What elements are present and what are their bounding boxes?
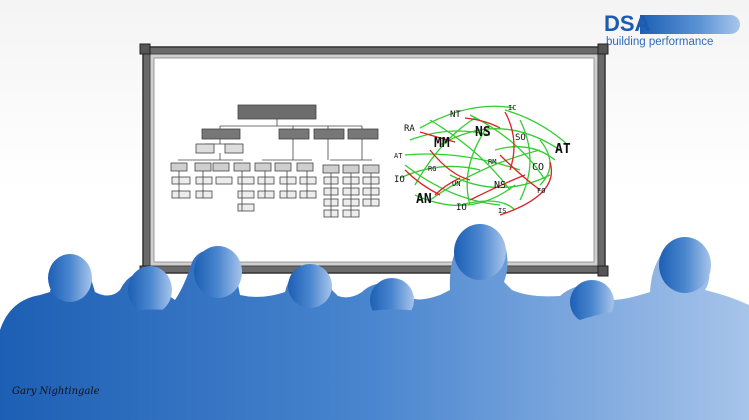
node-label-io: IO	[394, 175, 405, 185]
network-edges-red	[404, 111, 552, 216]
node-label-so: SO	[515, 133, 526, 143]
node-label-ns-small: NS	[494, 180, 506, 191]
node-label-io-bottom: IO	[456, 203, 467, 213]
node-label-rm: RM	[488, 158, 496, 166]
node-label-co: CO	[532, 162, 544, 173]
network-labels: NT IC RA NS SO MM AT RM AT RG CO IO UN N…	[394, 104, 571, 215]
node-label-ns: NS	[475, 125, 491, 140]
node-label-fo: FO	[537, 187, 545, 195]
node-label-ic: IC	[508, 104, 516, 112]
node-label-rg: RG	[428, 165, 436, 173]
network-diagram: NT IC RA NS SO MM AT RM AT RG CO IO UN N…	[394, 104, 571, 216]
org-chart	[170, 104, 380, 218]
node-label-at-small: AT	[394, 152, 403, 160]
node-label-nt: NT	[450, 110, 461, 120]
logo-bar	[640, 15, 740, 34]
node-label-is: IS	[498, 207, 506, 215]
node-label-an: AN	[416, 192, 432, 207]
node-label-un: UN	[452, 180, 460, 188]
audience-silhouettes	[0, 224, 749, 420]
node-label-mm: MM	[434, 136, 450, 151]
node-label-at: AT	[555, 142, 571, 157]
artist-signature: Gary Nightingale	[12, 386, 100, 397]
logo-tagline: building performance	[606, 36, 714, 48]
logo-brand: DSA	[604, 11, 651, 36]
dsa-logo[interactable]: DSA building performance	[604, 10, 744, 50]
node-label-ra: RA	[404, 124, 415, 134]
